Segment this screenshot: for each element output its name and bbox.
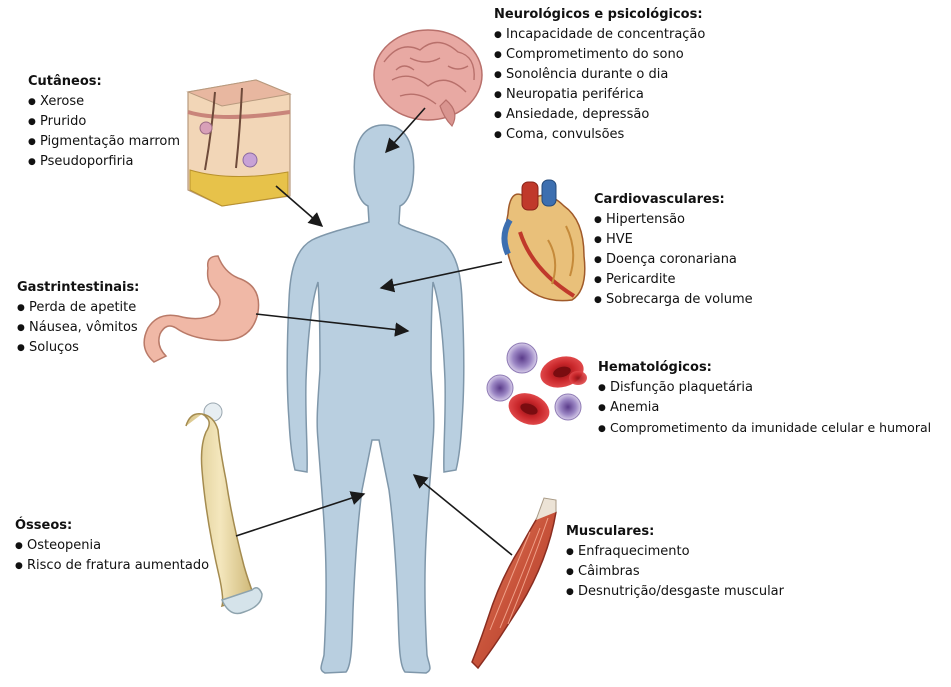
bone-title: Ósseos: — [15, 518, 73, 533]
cardio-item: Doença coronariana — [594, 250, 753, 270]
bone-group: Ósseos: Osteopenia Risco de fratura aume… — [15, 516, 209, 576]
cutaneous-item: Prurido — [28, 112, 180, 132]
neuro-item: Comprometimento do sono — [494, 45, 705, 65]
heart-illustration — [501, 179, 586, 302]
arrow-neuro — [385, 107, 426, 154]
cutaneous-group: Cutâneos: Xerose Prurido Pigmentação mar… — [28, 72, 180, 172]
gastro-group: Gastrintestinais: Perda de apetite Náuse… — [17, 278, 139, 358]
cutaneous-item: Pseudoporfiria — [28, 152, 180, 172]
cardio-item: Sobrecarga de volume — [594, 290, 753, 310]
neuro-item: Coma, convulsões — [494, 125, 705, 145]
neuro-item: Incapacidade de concentração — [494, 25, 705, 45]
hemato-item: Anemia — [598, 398, 931, 418]
cardio-item: Hipertensão — [594, 210, 753, 230]
bone-item: Risco de fratura aumentado — [15, 556, 209, 576]
cutaneous-item: Pigmentação marrom — [28, 132, 180, 152]
gastro-item: Soluços — [17, 338, 139, 358]
arrow-cutaneous — [275, 185, 324, 227]
hemato-item: Comprometimento da imunidade celular e h… — [598, 418, 931, 439]
bone-item: Osteopenia — [15, 536, 209, 556]
cardio-title: Cardiovasculares: — [594, 192, 725, 207]
muscle-group: Musculares: Enfraquecimento Câimbras Des… — [566, 522, 784, 602]
cutaneous-item: Xerose — [28, 92, 180, 112]
cardio-item: Pericardite — [594, 270, 753, 290]
hemato-group: Hematológicos: Disfunção plaquetária Ane… — [598, 358, 931, 439]
human-body — [286, 124, 465, 674]
skin-illustration — [186, 79, 292, 207]
cutaneous-title: Cutâneos: — [28, 74, 102, 89]
muscle-item: Enfraquecimento — [566, 542, 784, 562]
brain-illustration — [373, 29, 483, 127]
blood-cells-illustration — [486, 342, 587, 425]
arrow-muscle — [412, 474, 513, 556]
cardio-item: HVE — [594, 230, 753, 250]
muscle-title: Musculares: — [566, 524, 655, 539]
neuro-group: Neurológicos e psicológicos: Incapacidad… — [494, 5, 705, 145]
arrow-bone — [235, 491, 366, 537]
cardio-group: Cardiovasculares: Hipertensão HVE Doença… — [594, 190, 753, 310]
arrow-gastro — [255, 313, 410, 337]
arrow-cardio — [379, 261, 503, 293]
muscle-item: Desnutrição/desgaste muscular — [566, 582, 784, 602]
muscle-item: Câimbras — [566, 562, 784, 582]
hemato-title: Hematológicos: — [598, 360, 712, 375]
femur-illustration — [185, 402, 263, 615]
neuro-item: Neuropatia periférica — [494, 85, 705, 105]
muscle-illustration — [471, 497, 557, 670]
arrows — [235, 107, 513, 556]
hemato-item: Disfunção plaquetária — [598, 378, 931, 398]
gastro-item: Perda de apetite — [17, 298, 139, 318]
neuro-item: Ansiedade, depressão — [494, 105, 705, 125]
stomach-illustration — [143, 255, 260, 363]
neuro-item: Sonolência durante o dia — [494, 65, 705, 85]
gastro-item: Náusea, vômitos — [17, 318, 139, 338]
neuro-title: Neurológicos e psicológicos: — [494, 7, 703, 22]
gastro-title: Gastrintestinais: — [17, 280, 140, 295]
